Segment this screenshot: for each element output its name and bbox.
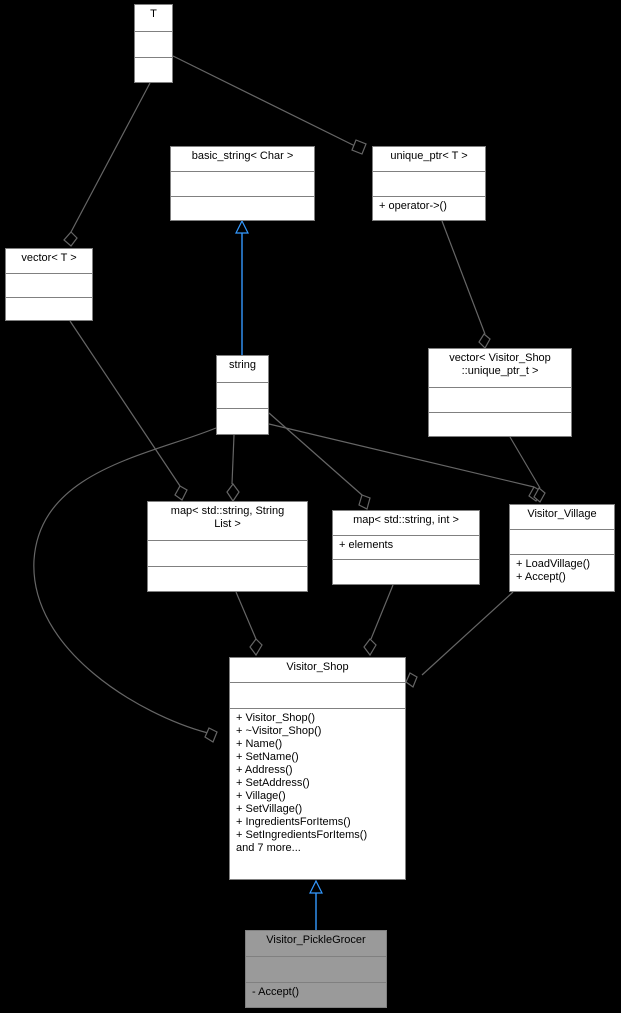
aggregation-diamond-vector-t	[63, 231, 78, 247]
inheritance-triangle-basic-string	[235, 219, 249, 234]
edge-visitor-village-to-visitor-shop	[421, 591, 514, 676]
edge-t-to-unique-ptr	[172, 55, 356, 147]
class-title-line-2: ::unique_ptr_t >	[461, 365, 539, 377]
aggregation-diamond-map-stringlist-b	[226, 483, 240, 503]
aggregation-diamond-map-stringlist-a	[174, 485, 188, 501]
class-title: string	[217, 356, 268, 383]
class-node-map-string-stringlist[interactable]: map< std::string, String List >	[147, 501, 308, 592]
class-operations: + Visitor_Shop() + ~Visitor_Shop() + Nam…	[230, 709, 405, 858]
class-title: unique_ptr< T >	[373, 147, 485, 172]
class-attributes	[148, 541, 307, 567]
class-node-visitor-picklegrocer[interactable]: Visitor_PickleGrocer - Accept()	[245, 930, 387, 1008]
class-node-t[interactable]: T	[134, 4, 173, 83]
class-attributes	[510, 530, 614, 555]
operation-row: + operator->()	[379, 200, 447, 212]
class-node-map-string-int[interactable]: map< std::string, int > + elements	[332, 510, 480, 585]
edge-string-to-map-string-int	[268, 412, 363, 496]
edge-map-string-int-to-visitor-shop	[370, 584, 394, 640]
class-operations	[148, 567, 307, 587]
operation-row: + SetVillage()	[236, 803, 303, 815]
operation-row: + SetAddress()	[236, 777, 310, 789]
aggregation-diamond-vector-visitor-shop	[478, 333, 491, 349]
aggregation-diamond-unique-ptr	[351, 139, 367, 155]
class-title: vector< Visitor_Shop ::unique_ptr_t >	[429, 349, 571, 388]
edge-vector-t-to-map-stringlist	[69, 320, 181, 487]
aggregation-diamond-map-string-int	[358, 494, 371, 510]
operation-row: + SetName()	[236, 751, 299, 763]
class-title-line-1: map< std::string, String	[170, 505, 285, 517]
aggregation-diamond-village-from-vector	[533, 487, 546, 503]
class-node-visitor-village[interactable]: Visitor_Village + LoadVillage() + Accept…	[509, 504, 615, 592]
class-node-unique-ptr[interactable]: unique_ptr< T > + operator->()	[372, 146, 486, 221]
class-node-visitor-shop[interactable]: Visitor_Shop + Visitor_Shop() + ~Visitor…	[229, 657, 406, 880]
class-attributes	[6, 274, 92, 298]
operation-row: - Accept()	[252, 986, 300, 998]
edge-vector-visitor-shop-to-village	[509, 436, 541, 489]
class-operations: + operator->()	[373, 197, 485, 216]
class-attributes	[171, 172, 314, 197]
edge-string-to-map-stringlist	[231, 434, 235, 485]
class-operations	[6, 298, 92, 318]
class-title-line-1: vector< Visitor_Shop	[449, 352, 551, 364]
attribute-row: + elements	[339, 539, 394, 551]
class-operations	[429, 413, 571, 433]
inheritance-triangle-visitor-shop	[309, 879, 323, 894]
class-operations	[333, 560, 479, 580]
class-attributes	[373, 172, 485, 197]
operation-row: + Village()	[236, 790, 286, 802]
class-title: map< std::string, String List >	[148, 502, 307, 541]
aggregation-diamond-village-from-string	[528, 486, 542, 502]
class-title: Visitor_Village	[510, 505, 614, 530]
operation-row: + Name()	[236, 738, 283, 750]
class-title: vector< T >	[6, 249, 92, 274]
class-attributes	[217, 383, 268, 409]
class-operations: - Accept()	[246, 983, 386, 1002]
operation-row: + Visitor_Shop()	[236, 712, 315, 724]
aggregation-diamond-visitor-shop-top-right	[363, 638, 377, 657]
class-title: Visitor_PickleGrocer	[246, 931, 386, 957]
operation-row: + Address()	[236, 764, 293, 776]
edge-unique-ptr-to-vector-visitor-shop	[441, 220, 486, 335]
class-node-basic-string[interactable]: basic_string< Char >	[170, 146, 315, 221]
operation-row: + SetIngredientsForItems()	[236, 829, 368, 841]
edge-map-stringlist-to-visitor-shop	[235, 591, 257, 640]
class-node-string[interactable]: string	[216, 355, 269, 435]
class-title: map< std::string, int >	[333, 511, 479, 536]
class-operations	[135, 58, 172, 78]
operation-row: + IngredientsForItems()	[236, 816, 351, 828]
aggregation-diamond-visitor-shop-top-left	[249, 638, 263, 657]
class-operations	[171, 197, 314, 217]
class-attributes	[135, 32, 172, 58]
class-attributes	[246, 957, 386, 983]
operation-row: + ~Visitor_Shop()	[236, 725, 322, 737]
class-title: basic_string< Char >	[171, 147, 314, 172]
class-operations	[217, 409, 268, 429]
operation-row: + Accept()	[516, 571, 566, 583]
class-node-vector-t[interactable]: vector< T >	[5, 248, 93, 321]
operation-row-more: and 7 more...	[236, 842, 301, 854]
class-attributes	[230, 683, 405, 709]
aggregation-diamond-visitor-shop-right	[405, 672, 418, 688]
class-operations: + LoadVillage() + Accept()	[510, 555, 614, 587]
class-title-line-2: List >	[214, 518, 241, 530]
operation-row: + LoadVillage()	[516, 558, 591, 570]
aggregation-diamond-visitor-shop-left	[204, 727, 218, 743]
class-title: Visitor_Shop	[230, 658, 405, 683]
edge-t-to-vector-t	[70, 82, 151, 233]
class-title: T	[135, 5, 172, 32]
class-attributes: + elements	[333, 536, 479, 560]
class-attributes	[429, 388, 571, 413]
class-node-vector-visitor-shop-unique-ptr-t[interactable]: vector< Visitor_Shop ::unique_ptr_t >	[428, 348, 572, 437]
